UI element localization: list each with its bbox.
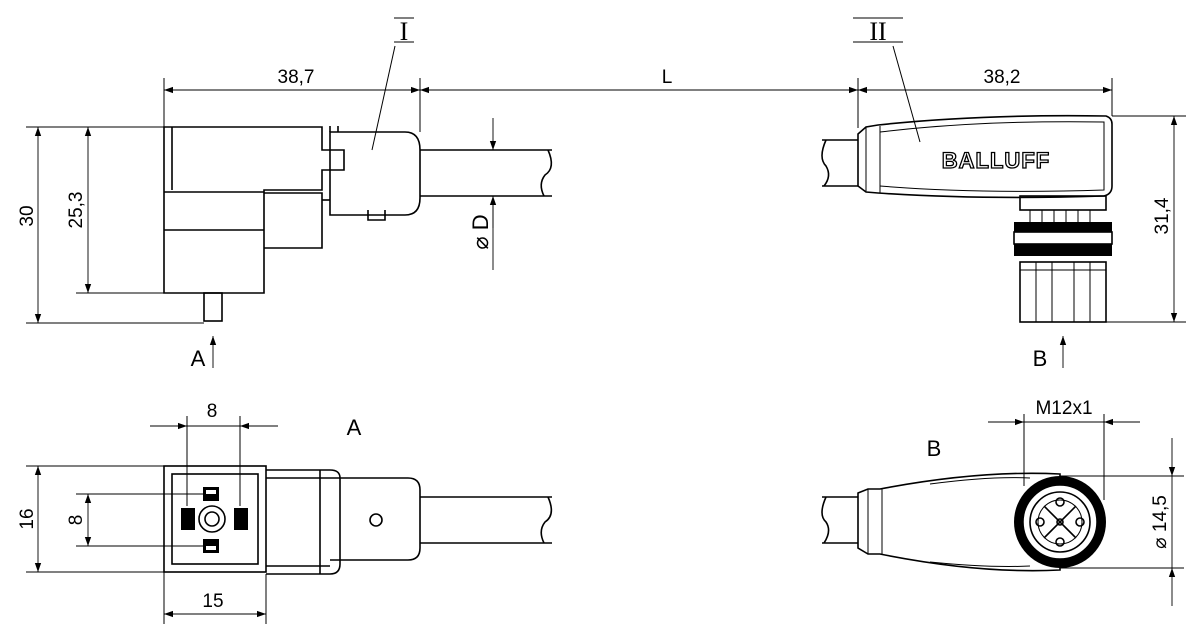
right-connector-view-b: B <box>821 436 1106 572</box>
dim-diameter-right: ⌀ 14,5 <box>1060 438 1184 606</box>
dim-pin-spacing-v: 8 <box>66 493 203 547</box>
face-width-text: 15 <box>202 591 223 612</box>
face-height-text: 16 <box>17 508 38 529</box>
length-cable-text: L <box>662 67 673 88</box>
view-b-arrow-label: B <box>1033 346 1048 371</box>
knurl-pattern <box>1029 210 1091 222</box>
part-one-text: I <box>400 17 409 46</box>
part-label-one: I <box>371 17 414 151</box>
height-total-text: 30 <box>17 205 38 226</box>
left-connector-side-view: ⌀ D <box>163 118 553 322</box>
dim-height-total: 30 <box>17 126 204 324</box>
left-connector-view-a: A <box>163 415 553 575</box>
height-right-text: 31,4 <box>1152 197 1173 234</box>
dim-thread: M12x1 <box>988 398 1140 500</box>
svg-text:⌀ D: ⌀ D <box>468 214 493 249</box>
length-left-text: 38,7 <box>278 67 315 88</box>
pin-spacing-h-text: 8 <box>207 401 218 422</box>
part-label-two: II <box>853 17 921 143</box>
dim-height-right: 31,4 <box>1106 115 1186 323</box>
view-b-title: B <box>927 436 942 461</box>
dim-length-cable: L <box>420 67 859 128</box>
svg-text:⌀ 14,5: ⌀ 14,5 <box>1150 495 1171 549</box>
dim-face-height: 16 <box>17 465 164 573</box>
brand-logo: BALLUFF <box>942 148 1050 173</box>
diameter-right-text: 14,5 <box>1150 495 1171 532</box>
dim-length-left: 38,7 <box>163 67 421 132</box>
height-inner-text: 25,3 <box>66 192 87 229</box>
part-two-text: II <box>869 17 886 46</box>
right-connector-side-view: BALLUFF <box>821 114 1113 323</box>
view-b-indicator: B <box>1033 336 1067 371</box>
view-a-title: A <box>347 415 362 440</box>
dim-height-inner: 25,3 <box>66 127 164 294</box>
diameter-d-label: D <box>468 214 493 230</box>
view-a-arrow-label: A <box>191 346 206 371</box>
view-a-indicator: A <box>191 336 217 371</box>
thread-text: M12x1 <box>1035 398 1092 419</box>
dim-face-width: 15 <box>163 572 267 624</box>
dim-length-right: 38,2 <box>858 67 1113 116</box>
pin-spacing-v-text: 8 <box>66 515 87 526</box>
length-right-text: 38,2 <box>984 67 1021 88</box>
dim-pin-spacing-h: 8 <box>150 401 278 506</box>
